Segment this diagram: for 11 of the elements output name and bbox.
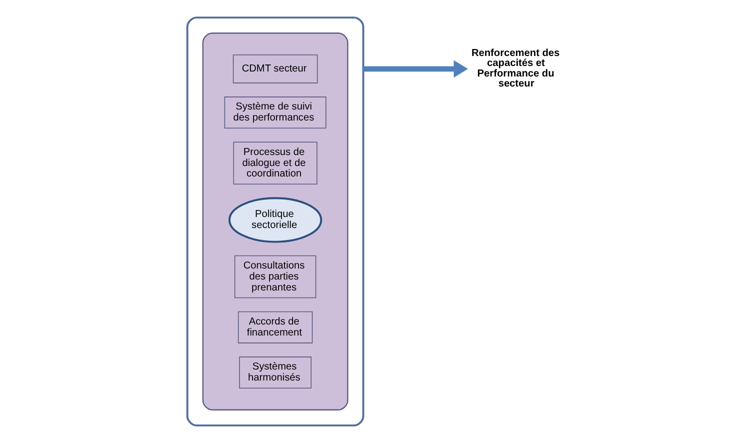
node-box: Systèmes harmonisés [239,356,312,388]
node-box: CDMT secteur [232,54,318,84]
node-box: Système de suivi des performances [224,96,326,128]
node-ellipse: Politique sectorielle [228,197,322,243]
arrow [363,60,468,78]
cluster [186,16,364,426]
node-text: Renforcement des capacités et Performance du secteur [471,48,560,90]
node-box: Consultations des parties prenantes [234,255,316,298]
node-box: Accords de financement [238,311,313,344]
node-box: Processus de dialogue et de coordination [233,142,318,185]
cluster [202,32,348,410]
